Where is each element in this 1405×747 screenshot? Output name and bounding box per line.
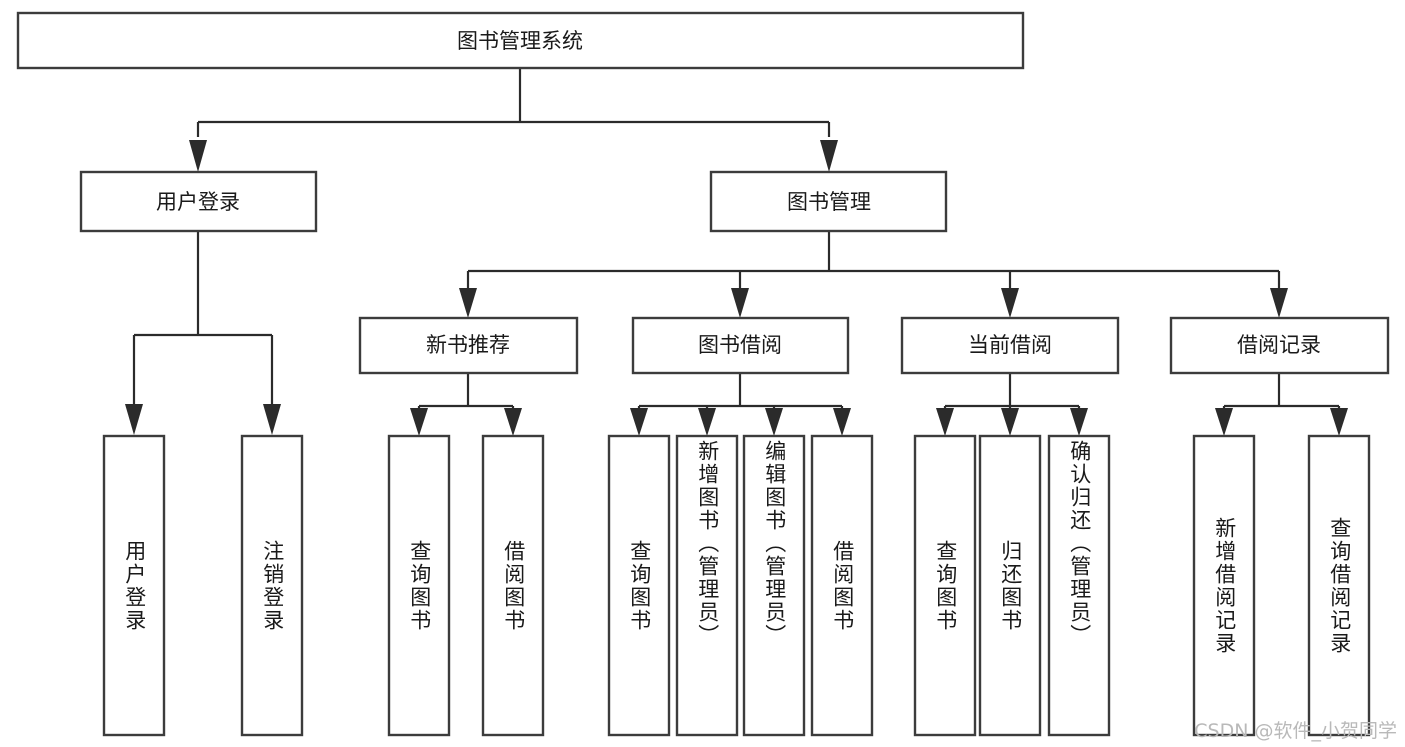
node-box-new-book-recommend[interactable] [358,316,579,375]
node-label-root: 图书管理系统 [457,29,583,53]
arrow-user-login-c2 [263,404,281,435]
node-box-root[interactable] [16,11,1025,70]
arrow-bm-to-borrow-record [1270,288,1288,318]
arrow-br-c1 [1215,408,1233,436]
node-label-borrow-record: 借阅记录 [1237,333,1321,357]
node-box-book-borrow[interactable] [631,316,850,375]
node-box-leaf-edit-book[interactable] [742,434,806,737]
arrow-bm-to-current-borrow [1001,288,1019,318]
node-box-book-manage[interactable] [709,170,948,233]
node-label-current-borrow: 当前借阅 [968,333,1052,357]
node-label-book-borrow: 图书借阅 [698,333,782,357]
edge-group-user-login [125,231,281,435]
edge-group-root [189,68,838,172]
arrow-user-login-c1 [125,404,143,435]
node-box-leaf-borrow-book-1[interactable] [481,434,545,737]
arrow-nbr-c2 [504,408,522,436]
node-box-leaf-query-book-2[interactable] [607,434,671,737]
node-label-new-book-recommend: 新书推荐 [426,333,510,357]
node-box-leaf-confirm-return[interactable] [1047,434,1111,737]
node-box-user-login[interactable] [79,170,318,233]
edge-group-book-borrow [630,373,851,436]
arrow-bb-c3 [765,408,783,436]
arrow-bm-to-new-book-recommend [459,288,477,318]
arrow-nbr-c1 [410,408,428,436]
arrow-bb-c2 [698,408,716,436]
node-box-current-borrow[interactable] [900,316,1120,375]
arrow-bb-c1 [630,408,648,436]
arrow-bm-to-book-borrow [731,288,749,318]
arrow-br-c2 [1330,408,1348,436]
node-label-book-manage: 图书管理 [787,190,871,214]
node-box-leaf-add-borrow-record[interactable] [1192,434,1256,737]
node-box-leaf-return-book[interactable] [978,434,1042,737]
node-box-leaf-borrow-book-2[interactable] [810,434,874,737]
node-box-leaf-add-book[interactable] [675,434,739,737]
node-box-leaf-logout-login[interactable] [240,434,304,737]
node-box-leaf-query-book-1[interactable] [387,434,451,737]
arrow-cb-c3 [1070,408,1088,436]
csdn-watermark: CSDN @软件_小贺同学 [1194,720,1397,742]
arrow-bb-c4 [833,408,851,436]
edge-group-book-manage [459,231,1288,318]
node-box-borrow-record[interactable] [1169,316,1390,375]
node-label-user-login: 用户登录 [156,190,240,214]
node-box-leaf-query-book-3[interactable] [913,434,977,737]
arrow-cb-c2 [1001,408,1019,436]
edge-group-current-borrow [936,373,1088,436]
node-box-leaf-query-borrow-record[interactable] [1307,434,1371,737]
arrow-root-to-book-manage [820,140,838,172]
node-box-leaf-user-login[interactable] [102,434,166,737]
edge-group-borrow-record [1215,373,1348,436]
arrow-cb-c1 [936,408,954,436]
arrow-root-to-user-login [189,140,207,172]
edge-group-new-book-recommend [410,373,522,436]
